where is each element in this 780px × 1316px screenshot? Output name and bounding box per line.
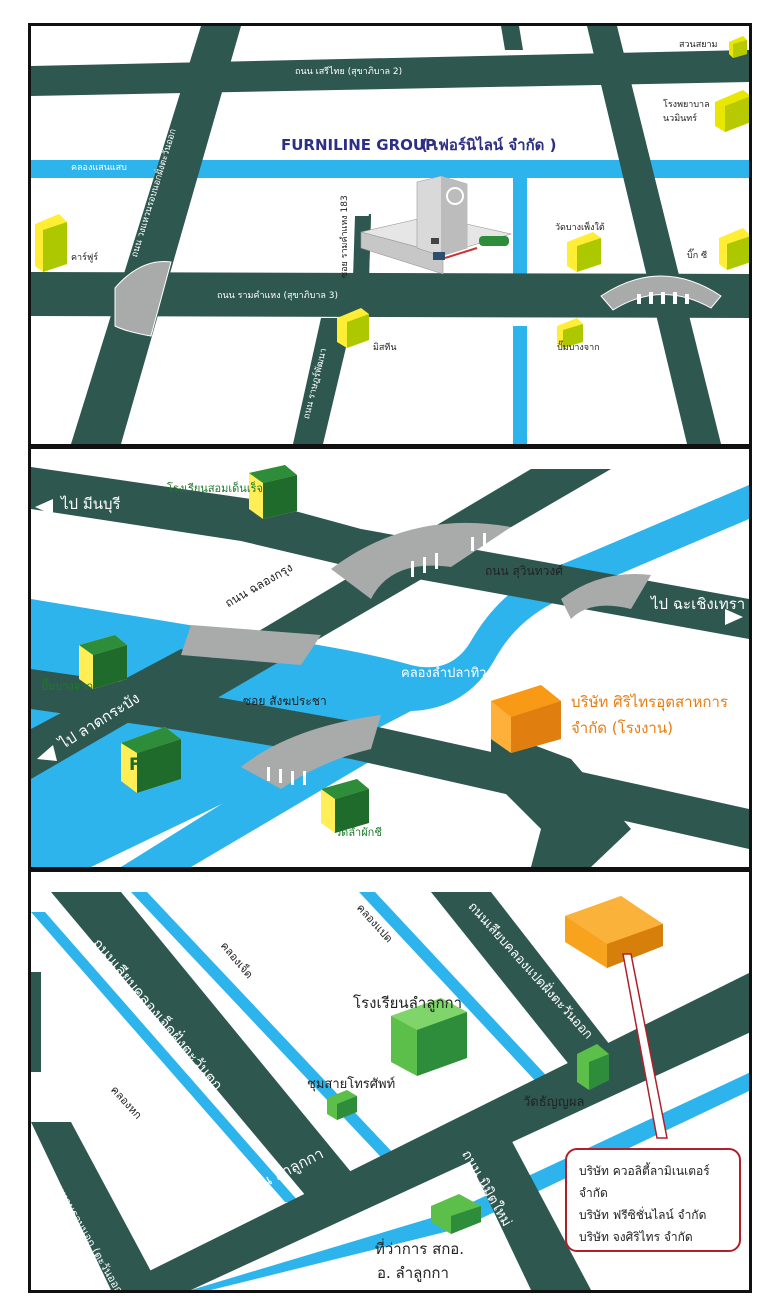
flyover-bridge-icon <box>241 715 381 789</box>
flyover-bridge-icon <box>561 574 651 619</box>
place-label-wat-thanyaphon: วัดธัญญผล <box>523 1095 585 1110</box>
bridge-pillars <box>637 292 689 304</box>
canal-label-saen-saep: คลองแสนแสบ <box>71 163 127 173</box>
road-label-soi-183: ซอย รามคำแหง 183 <box>340 195 350 278</box>
place-cube-icon <box>557 318 583 348</box>
map-panel-2: ไป มีนบุรี ไป ฉะเชิงเทรา ไป ลาดกระบัง ถน… <box>28 446 752 870</box>
road-ratpattana <box>293 318 353 444</box>
company-callout: บริษัท ควอลิตี้ลามิเนเตอร์ จำกัด บริษัท … <box>565 1148 741 1252</box>
place-label-pump-bang-chak: ปั๊มบางจาก <box>41 680 94 693</box>
place-cube-icon <box>391 998 467 1076</box>
road-latkrabang <box>31 649 231 779</box>
road-ramkhamhaeng <box>31 272 749 318</box>
flyover-bridge-icon <box>331 522 511 599</box>
place-cube-icon <box>567 232 601 272</box>
road-north-stub <box>501 26 523 50</box>
map-panel-1-canvas <box>31 26 749 444</box>
bridge-pillars <box>267 533 486 785</box>
factory-building-icon <box>565 896 663 968</box>
place-label-nawamin-hospital: โรงพยาบาล นวมินทร์ <box>663 100 710 124</box>
canal-branch-lower <box>513 326 527 444</box>
place-label-carrefour: คาร์ฟูร์ <box>71 253 99 263</box>
road-wongwaen <box>71 26 241 444</box>
road-khlong-paet-east <box>431 892 631 1092</box>
flyover-bridge-icon <box>181 625 321 665</box>
road-west-edge <box>31 972 41 1072</box>
place-cube-icon <box>715 90 749 132</box>
company-label-line1: บริษัท ศิริไทรอุตสาหการ <box>571 693 728 711</box>
arrow-right-icon <box>725 609 743 625</box>
road-wongwaen <box>31 1122 161 1290</box>
place-label-exchange: ชุมสายโทรศัพท์ <box>307 1077 396 1092</box>
callout-line-3: บริษัท จงศิริไทร จำกัด <box>579 1230 693 1244</box>
canal-label-lam-pla-thio: คลองลำปลาทิว <box>401 666 487 681</box>
road-label-serithai: ถนน เสรีไทย (สุขาภิบาล 2) <box>295 67 403 77</box>
direction-label-minburi: ไป มีนบุรี <box>61 495 121 513</box>
place-cube-icon <box>719 228 749 270</box>
place-cube-icon <box>327 1090 357 1120</box>
factory-building-icon <box>491 685 561 753</box>
place-cube-icon <box>249 465 297 519</box>
place-cube-icon <box>431 1194 481 1234</box>
road-east-loop <box>491 729 631 867</box>
callout-line-2: บริษัท ฟรีซิชั่นไลน์ จำกัด <box>579 1208 707 1222</box>
map-panel-1: FURNILINE GROUP ( เฟอร์นิไลน์ จำกัด ) ถน… <box>28 23 752 447</box>
place-label-wat-lam-phak-chi: วัดลำผักชี <box>335 826 382 839</box>
canal-khlong-hok <box>31 912 299 1202</box>
company-label-line2: จำกัด (โรงงาน) <box>571 719 673 737</box>
callout-pointer <box>622 953 668 1139</box>
fbt-label: FBT <box>129 755 166 775</box>
map-panel-2-canvas <box>31 465 749 867</box>
factory-building-icon <box>360 175 513 275</box>
arrow-left-icon <box>35 499 53 515</box>
place-label-big-c: บิ๊ก ซี <box>687 251 708 261</box>
place-cube-icon <box>337 308 369 348</box>
canal-khlong-paet <box>359 892 571 1102</box>
map-panel-3: ถนนเลียบคลองเจ็ดฝั่งตะวันตก ถนนเลียบคลอง… <box>28 869 752 1293</box>
road-label-soi-sangkhom: ซอย สังฆประชา <box>243 694 327 708</box>
company-title-th: ( เฟอร์นิไลน์ จำกัด ) <box>421 136 557 154</box>
company-title-en: FURNILINE GROUP <box>281 136 437 154</box>
place-label-wat-bang-peng: วัดบางเพ็งใต้ <box>555 223 605 233</box>
map-panel-3-canvas <box>31 892 749 1290</box>
place-cube-icon <box>729 36 747 58</box>
place-cube-icon <box>35 214 67 272</box>
place-cube-icon <box>321 779 369 833</box>
place-label-mistine: มิสทีน <box>373 343 397 353</box>
canal-branch <box>513 174 527 300</box>
road-label-ramkhamhaeng: ถนน รามคำแหง (สุขาภิบาล 3) <box>217 291 339 301</box>
place-label-somdet-school: โรงเรียนสอมเด็นเร็จ <box>167 482 263 495</box>
callout-line-1: บริษัท ควอลิตี้ลามิเนเตอร์ จำกัด <box>579 1164 710 1200</box>
canal-saen-saep <box>31 160 749 178</box>
place-label-district-line2: อ. ลำลูกกา <box>377 1264 449 1282</box>
place-label-district-line1: ที่ว่าการ สกอ. <box>375 1240 465 1258</box>
place-label-pump-bang-chak: ปั๊มบางจาก <box>557 343 600 353</box>
road-nimit-mai <box>451 1102 591 1290</box>
flyover-bridge-icon <box>114 261 172 337</box>
place-cube-icon <box>577 1044 609 1090</box>
fbt-building-icon <box>121 727 181 793</box>
road-khlong-chet-west <box>51 892 351 1202</box>
place-label-suansiam: สวนสยาม <box>679 40 718 50</box>
place-label-school: โรงเรียนลำลูกกา <box>353 994 463 1012</box>
road-label-suwinthawong: ถนน สุวินทวงศ์ <box>485 564 563 578</box>
arrow-left-icon <box>37 745 57 761</box>
direction-label-chachoengsao: ไป ฉะเชิงเทรา <box>651 595 746 613</box>
place-cube-icon <box>79 635 127 689</box>
road-east <box>587 26 721 444</box>
